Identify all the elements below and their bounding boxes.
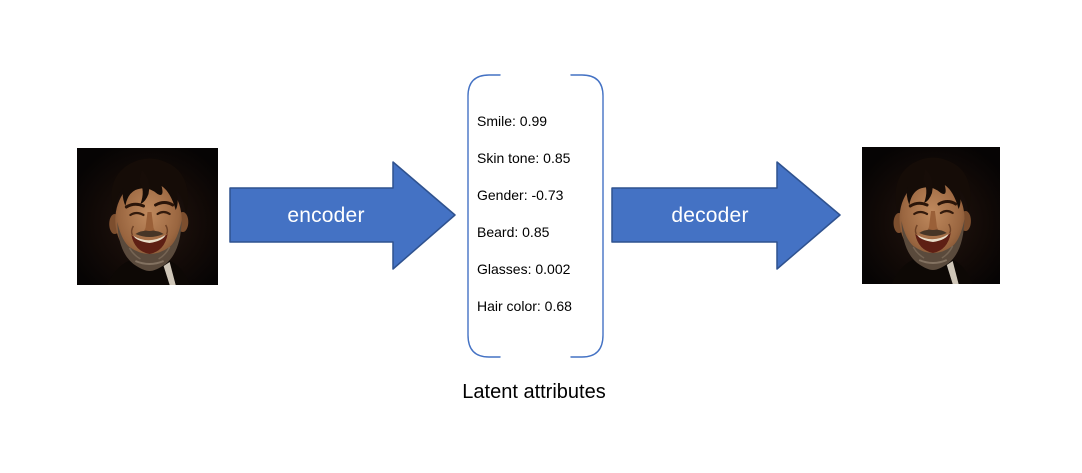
- decoder-label: decoder: [671, 204, 749, 227]
- right-bracket: [570, 74, 604, 358]
- input-face-image: [77, 148, 218, 285]
- latent-attributes-list: Smile: 0.99 Skin tone: 0.85 Gender: -0.7…: [477, 103, 602, 325]
- encoder-arrow-shape: [229, 161, 456, 270]
- output-face-image: [862, 147, 1000, 284]
- latent-attribute-smile: Smile: 0.99: [477, 113, 548, 129]
- latent-attribute-glasses: Glasses: 0.002: [477, 261, 571, 277]
- left-bracket: [467, 74, 501, 358]
- decoder-arrow-shape: [611, 161, 841, 270]
- latent-attribute-skin-tone: Skin tone: 0.85: [477, 150, 571, 166]
- latent-attributes-title: Latent attributes: [462, 381, 606, 403]
- encoder-arrow: [229, 161, 456, 270]
- encoder-label: encoder: [287, 204, 365, 227]
- latent-attribute-beard: Beard: 0.85: [477, 224, 550, 240]
- latent-attribute-gender: Gender: -0.73: [477, 187, 564, 203]
- latent-vector-bracket: [467, 74, 604, 358]
- decoder-arrow: [611, 161, 841, 270]
- latent-attribute-hair-color: Hair color: 0.68: [477, 298, 572, 314]
